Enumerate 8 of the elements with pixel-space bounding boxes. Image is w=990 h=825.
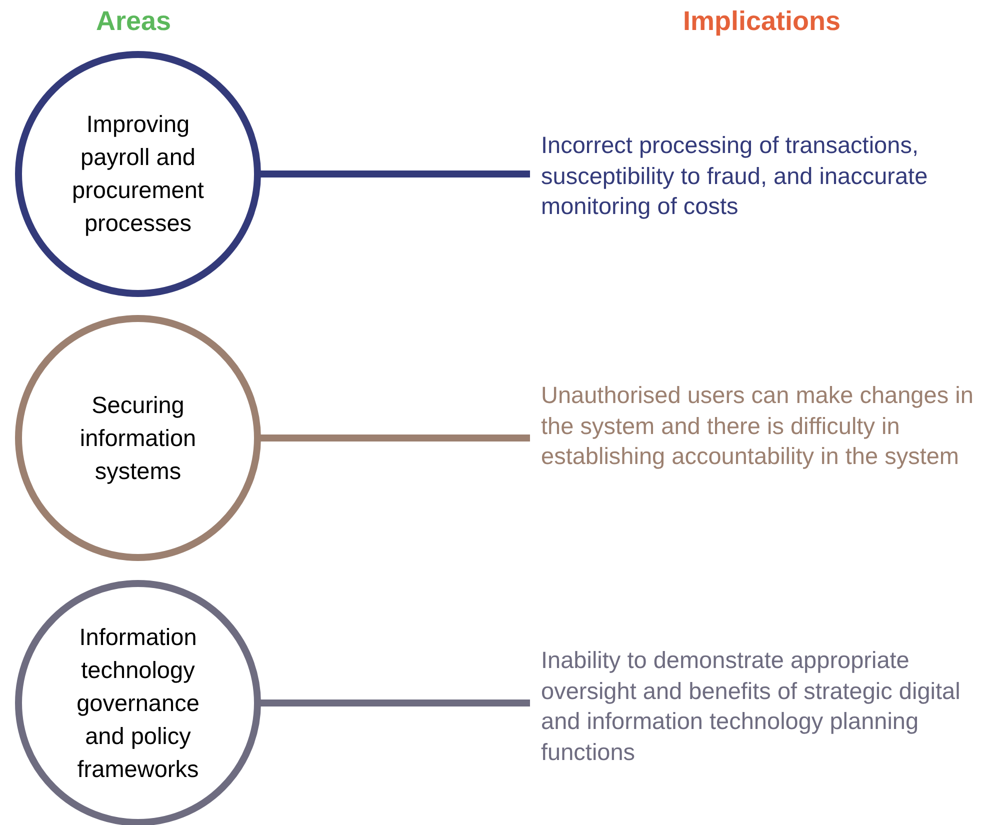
area-label: Improving payroll and procurement processes: [71, 110, 205, 238]
area-label: Information technology governance and policy frameworks: [76, 622, 200, 784]
column-heading: Implications: [683, 6, 841, 37]
column-heading: Areas: [96, 6, 172, 37]
implication-text: Unauthorised users can make changes in the system and there is difficulty in establishing accountability in the system: [530, 380, 985, 472]
implication-text: Inability to demonstrate appropriate oversight and benefits of strategic digital and information technology planning functions: [530, 645, 985, 767]
area-label: Securing information systems: [78, 390, 198, 486]
implication-text: Incorrect processing of transactions, susceptibility to fraud, and inaccurate monitoring of costs: [530, 130, 985, 222]
